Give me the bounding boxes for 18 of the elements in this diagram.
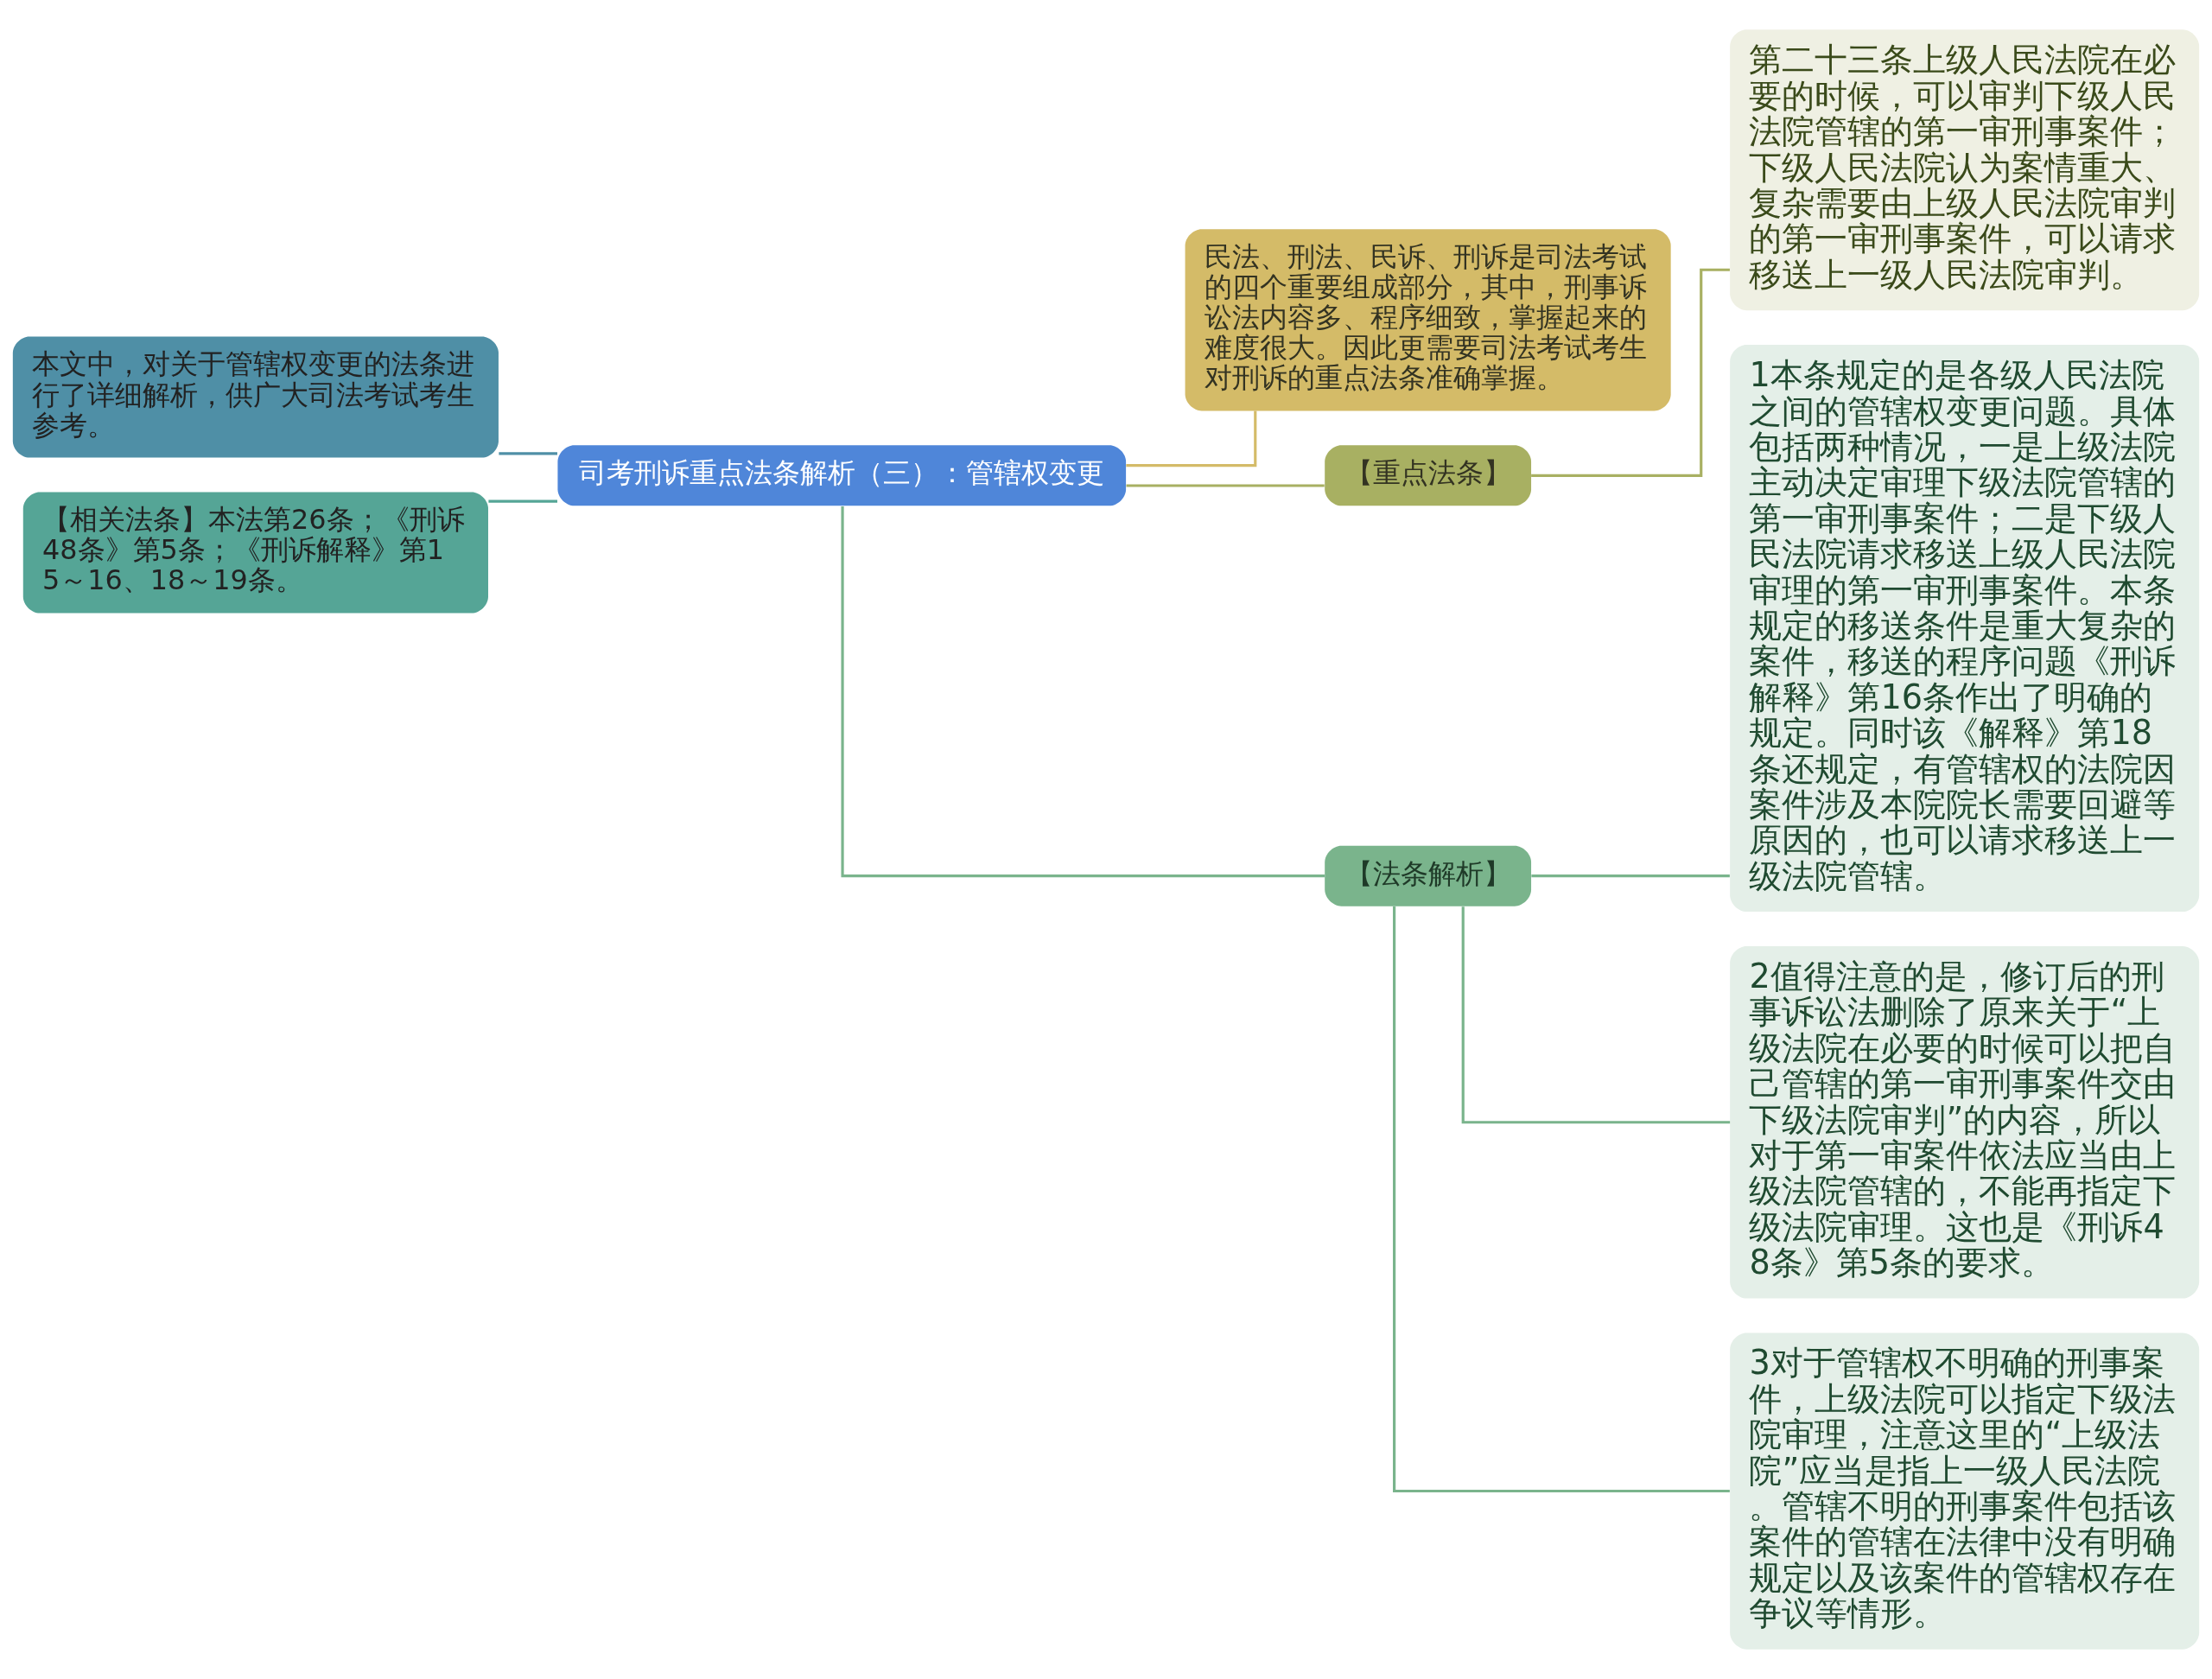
node-box: 第二十三条上级人民法院在必要的时候，可以审判下级人民法院管辖的第一审刑事案件；下级人民法院认为案情重大、复杂需要由上级人民法院审判的第一审刑事案件，可以请求移送上一级人民法院审判。: [1730, 29, 2200, 311]
connector: [841, 506, 1325, 878]
connector: [1461, 906, 1731, 1124]
node-box: 【法条解析】: [1325, 845, 1532, 906]
connector: [1126, 484, 1325, 487]
node-box: 【重点法条】: [1325, 445, 1532, 506]
connector: [1393, 906, 1730, 1493]
node-box: 司考刑诉重点法条解析（三）：管辖权变更: [557, 445, 1127, 506]
node-box: 1本条规定的是各级人民法院之间的管辖权变更问题。具体包括两种情况，一是上级法院主动决定审理下级法院管辖的第一审刑事案件；二是下级人民法院请求移送上级人民法院审理的第一审刑事案件。本条规定的移送条件是重大复杂的案件，移送的程序问题《刑诉解释》第16条作出了明确的规定。同时该《解释》第18条还规定，有管辖权的法院因案件涉及本院院长需要回避等原因的，也可以请求移送上一级法院管辖。: [1730, 345, 2200, 913]
connector: [499, 452, 557, 455]
node-box: 【相关法条】本法第26条；《刑诉48条》第5条；《刑诉解释》第15～16、18～19条。: [22, 492, 488, 614]
node-box: 3对于管辖权不明确的刑事案件，上级法院可以指定下级法院审理，注意这里的“上级法院”应当是指上一级人民法院。管辖不明的刑事案件包括该案件的管辖在法律中没有明确规定以及该案件的管辖权存在争议等情形。: [1730, 1332, 2200, 1650]
connector: [1126, 410, 1257, 467]
connector: [1531, 874, 1730, 878]
node-box: 民法、刑法、民诉、刑诉是司法考试的四个重要组成部分，其中，刑事诉讼法内容多、程序细致，掌握起来的难度很大。因此更需要司法考试考生对刑诉的重点法条准确掌握。: [1185, 229, 1671, 411]
node-box: 本文中，对关于管辖权变更的法条进行了详细解析，供广大司法考试考生参考。: [12, 336, 499, 458]
connector: [488, 499, 557, 503]
node-box: 2值得注意的是，修订后的刑事诉讼法删除了原来关于“上级法院在必要的时候可以把自己管辖的第一审刑事案件交由下级法院审判”的内容，所以对于第一审案件依法应当由上级法院管辖的，不能再指定下级法院审理。这也是《刑诉48条》第5条的要求。: [1730, 945, 2200, 1299]
